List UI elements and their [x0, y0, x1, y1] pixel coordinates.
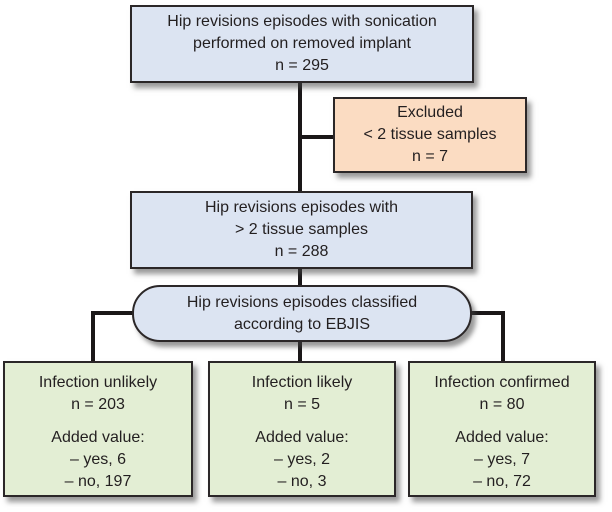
node-outcome-likely: Infection likely n = 5 Added value: – ye…	[208, 361, 396, 497]
outcome-added-label: Added value:	[455, 429, 549, 446]
connector-left-horizontal	[91, 311, 141, 315]
outcome-no: – no, 72	[473, 473, 531, 490]
outcome-n: n = 203	[71, 396, 125, 413]
node-classified-pill: Hip revisions episodes classified accord…	[132, 285, 472, 342]
outcome-yes: – yes, 2	[273, 451, 331, 468]
node-top-line-3: n = 295	[275, 57, 329, 74]
outcome-n: n = 80	[479, 396, 525, 413]
node-included-box: Hip revisions episodes with > 2 tissue s…	[130, 191, 473, 269]
node-excluded-box: Excluded < 2 tissue samples n = 7	[333, 97, 527, 173]
outcome-n: n = 5	[283, 396, 321, 413]
outcome-yes: – yes, 7	[473, 451, 531, 468]
outcome-no: – no, 197	[64, 473, 132, 490]
outcome-title: Infection likely	[251, 374, 353, 391]
node-excluded-line-1: Excluded	[397, 104, 463, 121]
outcome-title: Infection unlikely	[38, 374, 158, 391]
outcome-yes: – yes, 6	[69, 451, 127, 468]
node-top-box: Hip revisions episodes with sonication p…	[130, 5, 474, 83]
outcome-title: Infection confirmed	[434, 374, 570, 391]
node-included-line-1: Hip revisions episodes with	[205, 199, 398, 216]
outcome-no: – no, 3	[277, 473, 327, 490]
node-outcome-confirmed: Infection confirmed n = 80 Added value: …	[408, 361, 596, 497]
node-excluded-line-3: n = 7	[411, 148, 449, 165]
node-included-line-2: > 2 tissue samples	[235, 221, 368, 238]
connector-classified-to-likely	[298, 341, 302, 362]
connector-left-vertical	[91, 311, 95, 362]
outcome-added-label: Added value:	[51, 429, 145, 446]
node-classified-line-1: Hip revisions episodes classified	[186, 293, 418, 311]
node-classified-line-2: according to EBJIS	[233, 315, 371, 333]
connector-right-vertical	[501, 311, 505, 362]
node-top-line-2: performed on removed implant	[193, 35, 411, 52]
connector-included-to-classified	[298, 268, 302, 286]
node-excluded-line-2: < 2 tissue samples	[363, 126, 497, 143]
outcome-added-label: Added value:	[255, 429, 349, 446]
node-included-line-3: n = 288	[274, 243, 329, 260]
node-outcome-unlikely: Infection unlikely n = 203 Added value: …	[3, 361, 193, 497]
connector-branch-to-excluded	[300, 135, 335, 139]
node-top-line-1: Hip revisions episodes with sonication	[167, 13, 437, 30]
connector-right-horizontal	[469, 311, 505, 315]
